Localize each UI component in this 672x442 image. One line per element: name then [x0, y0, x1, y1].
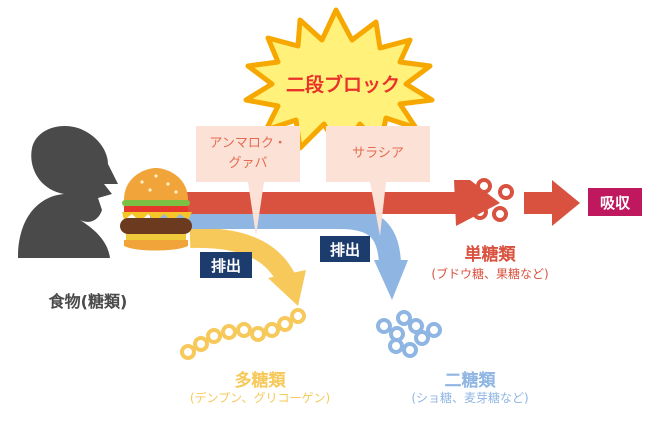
absorb-badge: 吸収: [599, 194, 630, 212]
person-silhouette: [18, 126, 118, 258]
callout-left-pointer: [248, 182, 264, 236]
disaccharide-molecules: [376, 310, 442, 358]
absorb-arrow-body: [524, 192, 556, 214]
polysaccharide-chain: [180, 308, 306, 360]
callout-right-pointer: [370, 182, 386, 236]
callout-right-box: [326, 126, 430, 182]
callout-left-line2: グァバ: [228, 156, 268, 171]
absorb-badge-bg: [588, 188, 642, 216]
burst-label: 二段ブロック: [286, 74, 401, 96]
callout-right-label: サラシア: [352, 146, 404, 161]
excrete-left-badge: 排出: [210, 257, 241, 275]
red-arrow-body: [150, 192, 456, 214]
excrete-left-badge-bg: [200, 252, 252, 278]
food-label: 食物(糖類): [48, 292, 128, 311]
callout-left-box: [196, 126, 300, 182]
mono-title: 単糖類: [464, 245, 516, 265]
absorb-arrow-head: [552, 180, 580, 226]
blue-arrow-body: [150, 207, 401, 264]
poly-title: 多糖類: [234, 371, 286, 391]
yellow-arrow-head: [268, 270, 306, 306]
excrete-right-badge: 排出: [329, 241, 360, 259]
red-arrow-head: [454, 180, 500, 226]
di-title: 二糖類: [444, 371, 496, 391]
di-sub: (ショ糖、麦芽糖など): [411, 391, 529, 405]
monosaccharide-molecules: [472, 178, 514, 222]
hamburger-icon: [120, 168, 192, 251]
blue-arrow-head: [374, 260, 408, 300]
mono-sub: (ブドウ糖、果糖など): [431, 267, 549, 281]
poly-sub: (デンプン、グリコーゲン): [189, 391, 331, 405]
excrete-right-badge-bg: [320, 236, 370, 262]
callout-left-line1: アンマロク・: [209, 136, 287, 151]
